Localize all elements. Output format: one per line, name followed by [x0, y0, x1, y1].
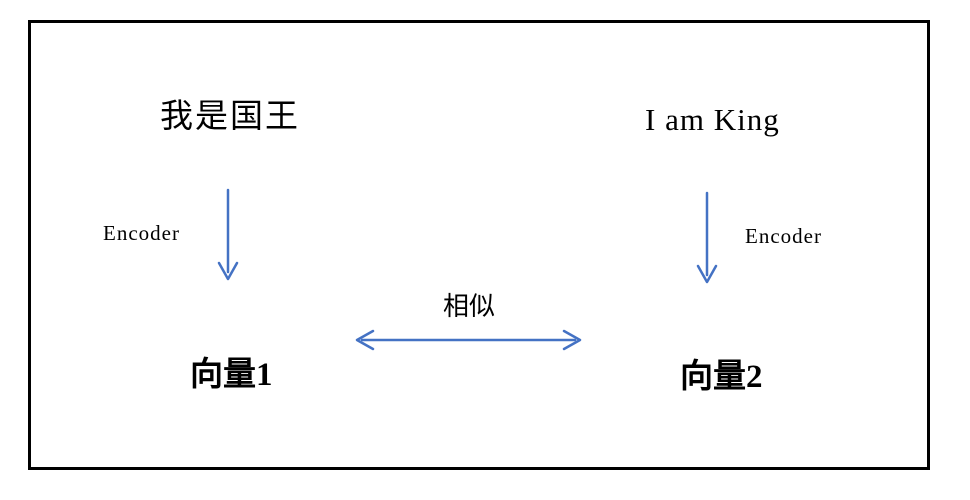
- encoder-label-right: Encoder: [745, 224, 822, 248]
- source-text-chinese: 我是国王: [160, 99, 300, 135]
- vector-label-1: 向量1: [190, 357, 273, 393]
- source-text-english: I am King: [645, 102, 780, 137]
- diagram-border-frame: [28, 20, 930, 470]
- similarity-label: 相似: [443, 291, 496, 321]
- encoder-label-left: Encoder: [103, 221, 180, 245]
- vector-label-2: 向量2: [680, 359, 763, 395]
